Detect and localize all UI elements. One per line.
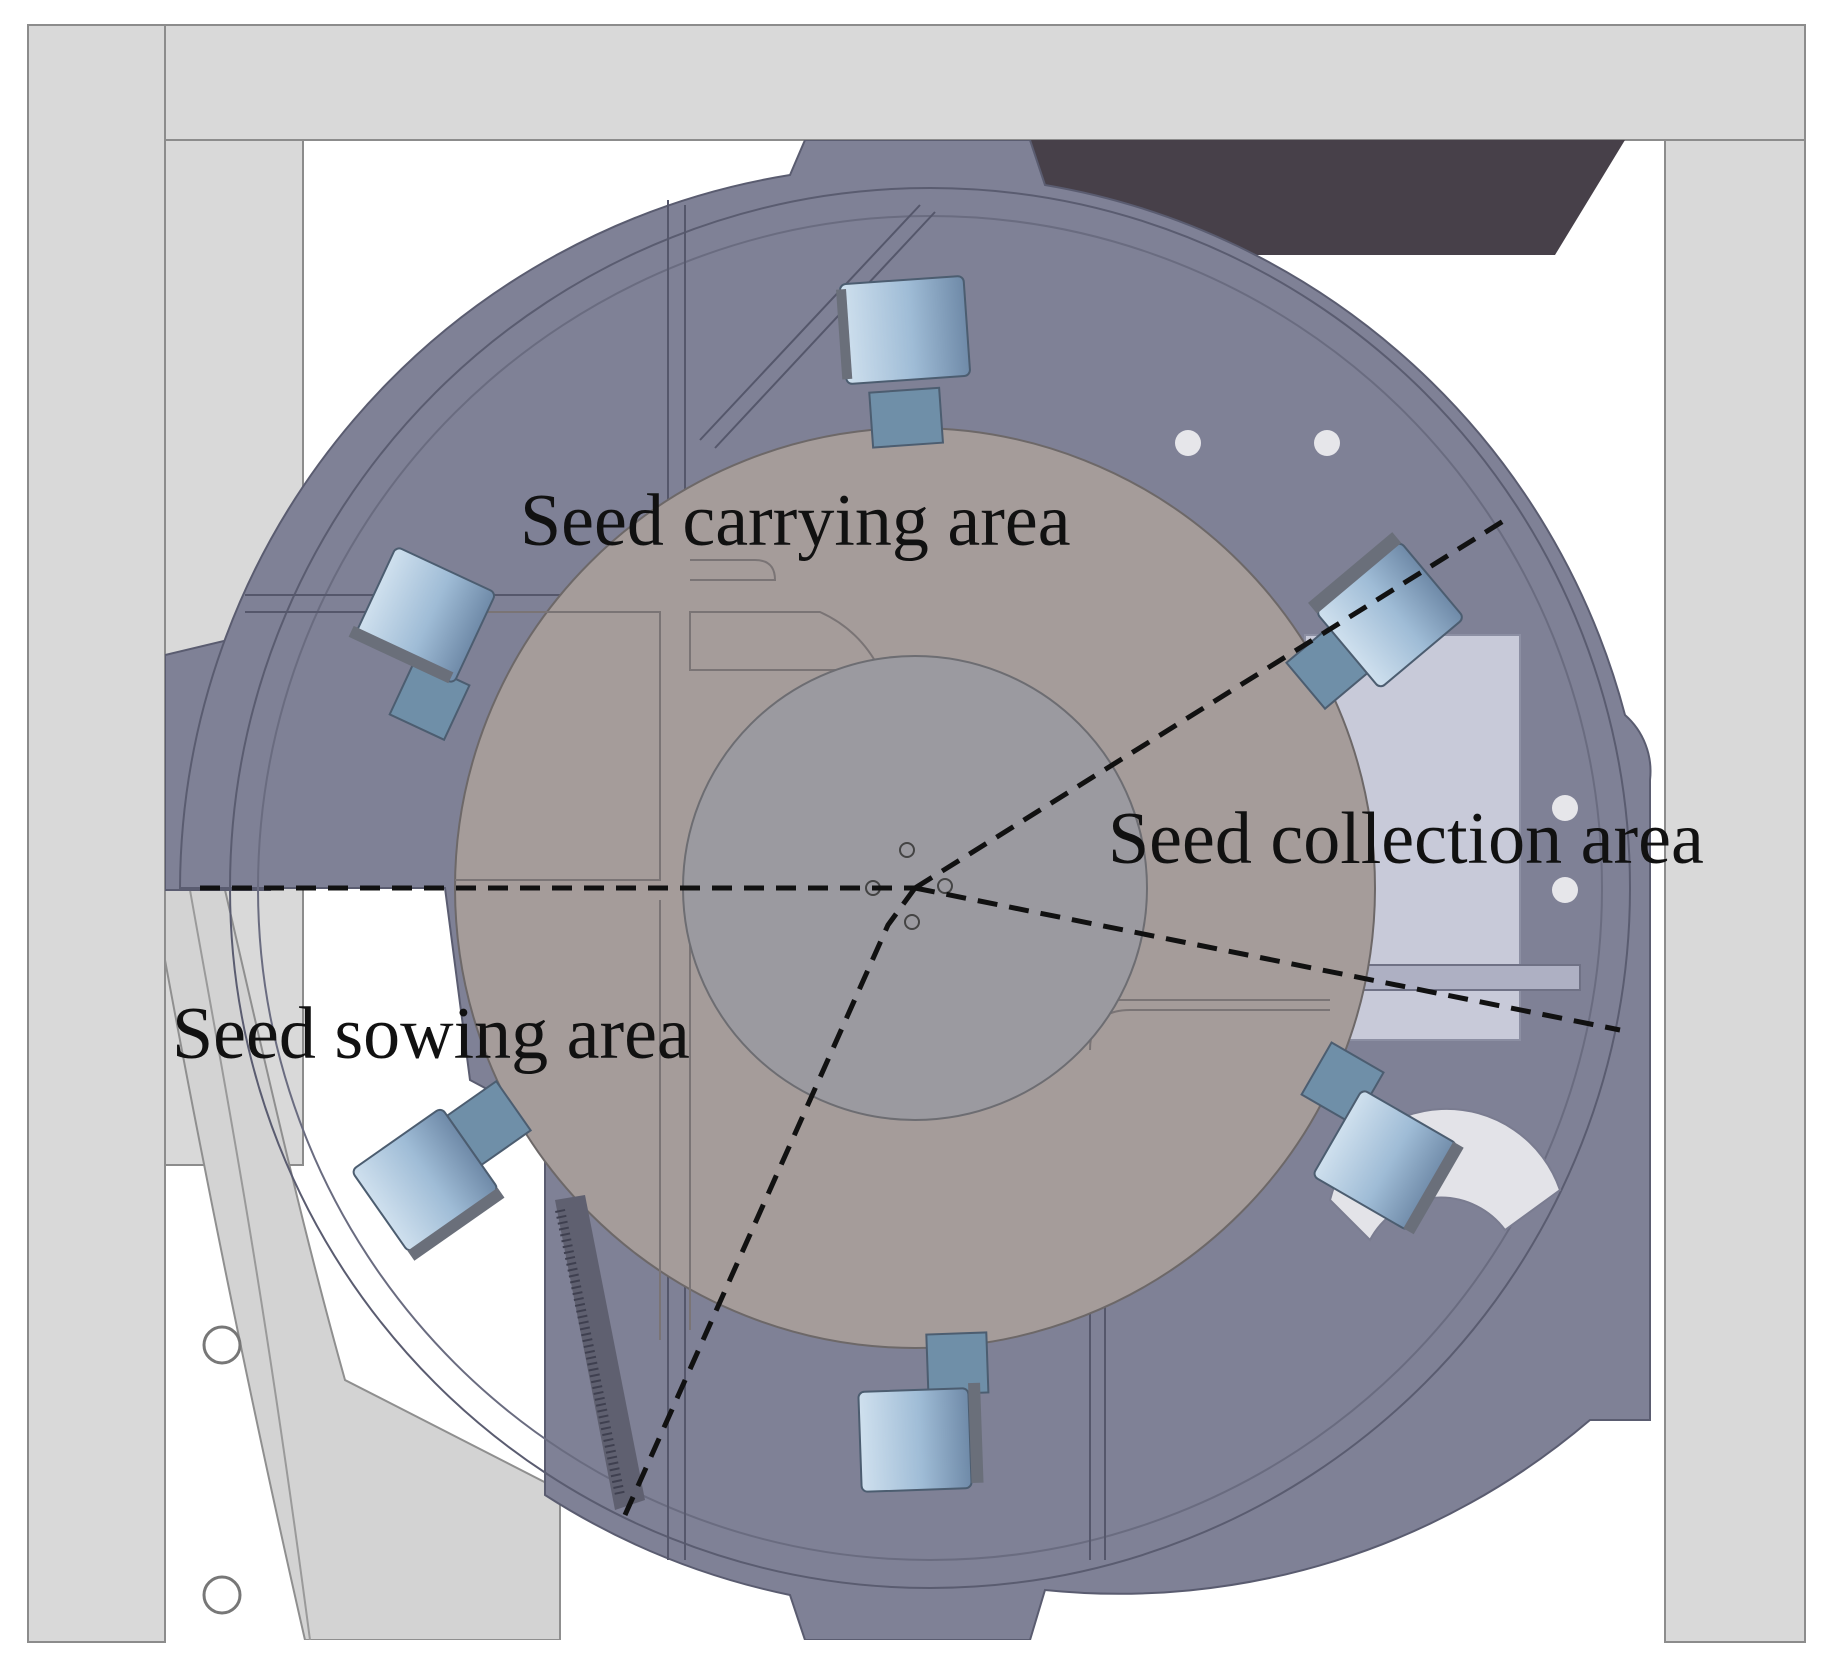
frame-top-bar bbox=[164, 24, 1806, 141]
chute-inner-guide bbox=[189, 889, 311, 1640]
camera-lower-left bbox=[352, 1079, 533, 1261]
label-seed-sowing-area: Seed sowing area bbox=[172, 993, 690, 1075]
sowing-chute bbox=[165, 889, 561, 1640]
chute-bolt-hole-1 bbox=[202, 1325, 242, 1365]
area-dividers bbox=[200, 517, 1621, 1517]
housing-hole-3 bbox=[1552, 795, 1578, 821]
camera-bottom bbox=[857, 1331, 990, 1493]
divider-lower-left bbox=[622, 886, 918, 1517]
brush-strip bbox=[555, 1195, 645, 1510]
housing-hole-4 bbox=[1552, 877, 1578, 903]
frame-left-bar bbox=[27, 24, 166, 1643]
housing-hole-1 bbox=[1175, 430, 1201, 456]
hub-bolt-3 bbox=[937, 878, 953, 894]
hub-bolt-4 bbox=[904, 914, 920, 930]
camera-lower-right bbox=[1300, 1041, 1464, 1235]
housing-hole-2 bbox=[1314, 430, 1340, 456]
hub-bolt-1 bbox=[899, 842, 915, 858]
camera-top bbox=[836, 275, 971, 449]
chute-bolt-hole-2 bbox=[202, 1575, 242, 1615]
label-seed-carrying-area: Seed carrying area bbox=[520, 480, 1071, 562]
label-seed-collection-area: Seed collection area bbox=[1108, 798, 1704, 880]
camera-upper-left bbox=[348, 547, 496, 742]
divider-lower-right bbox=[914, 885, 1621, 1033]
divider-upper-right bbox=[913, 517, 1507, 891]
housing-rim bbox=[229, 187, 1631, 1589]
frame-right-bar bbox=[1664, 139, 1806, 1643]
